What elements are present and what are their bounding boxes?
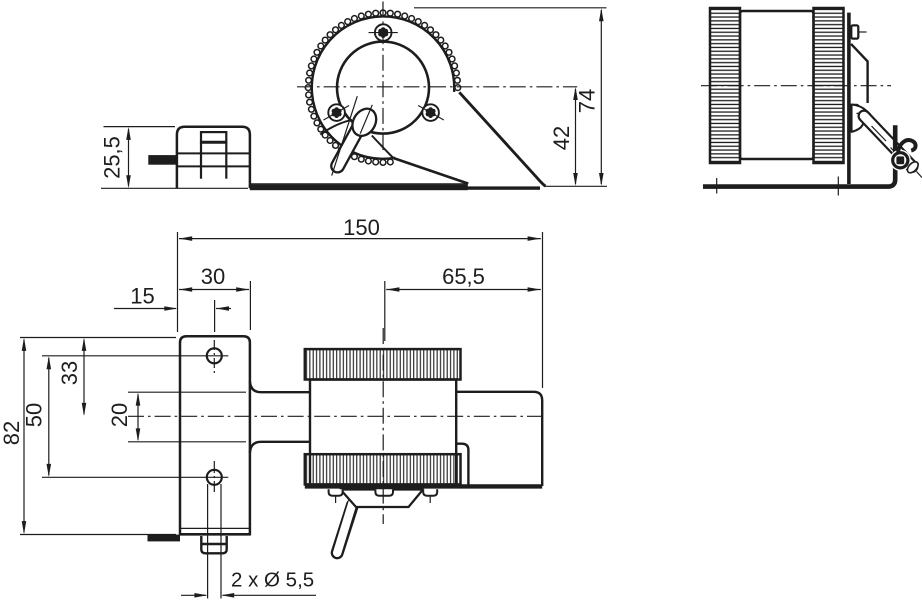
svg-text:20: 20 — [107, 403, 132, 427]
svg-text:33: 33 — [57, 361, 82, 385]
svg-text:74: 74 — [575, 89, 600, 113]
svg-text:65,5: 65,5 — [442, 264, 485, 289]
svg-text:82: 82 — [0, 421, 24, 445]
svg-text:15: 15 — [130, 284, 154, 309]
svg-text:30: 30 — [201, 264, 225, 289]
svg-text:2 x Ø 5,5: 2 x Ø 5,5 — [231, 569, 314, 592]
svg-text:25,5: 25,5 — [100, 136, 125, 179]
svg-text:150: 150 — [343, 215, 380, 240]
svg-text:42: 42 — [549, 126, 574, 150]
svg-text:50: 50 — [22, 403, 47, 427]
